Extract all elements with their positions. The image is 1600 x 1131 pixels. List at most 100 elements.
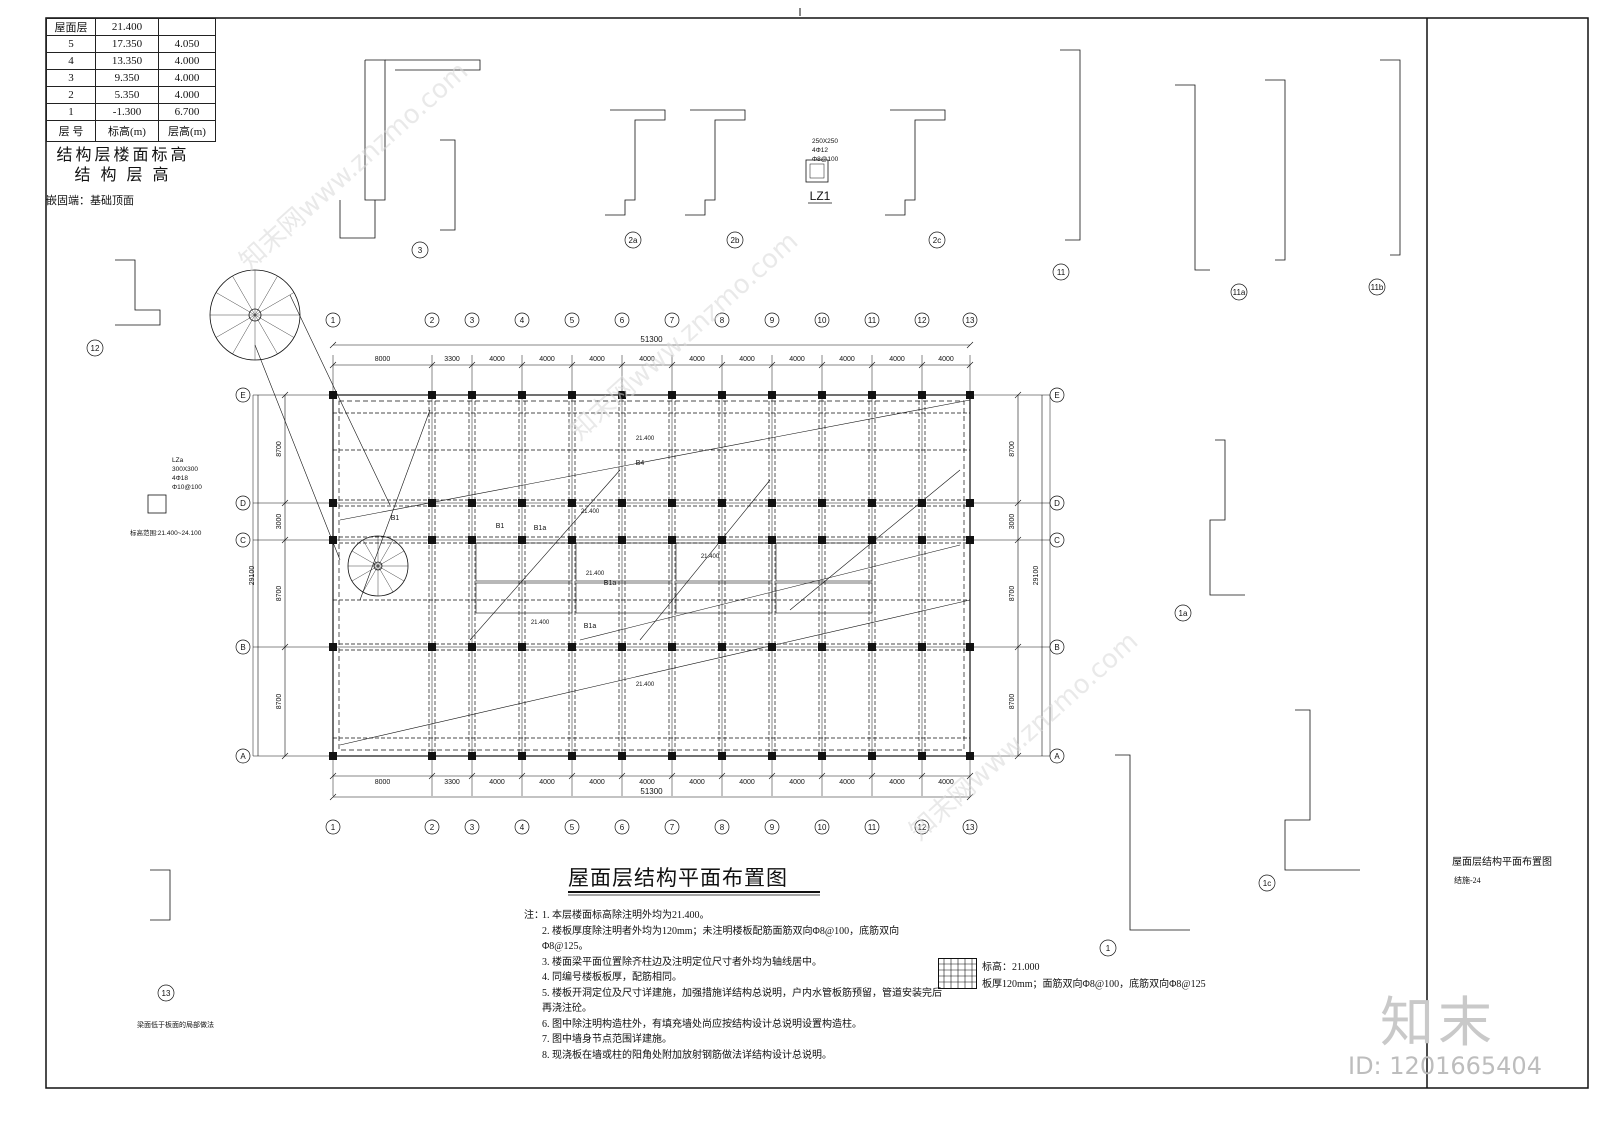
axis-bubble [464, 819, 480, 835]
axis-label: 6 [620, 823, 625, 832]
axis-bubble [714, 819, 730, 835]
detail-label: 2b [731, 236, 740, 245]
axis-label: 5 [570, 823, 575, 832]
slab-span-line [469, 469, 621, 641]
slab-label: B1 [496, 523, 505, 530]
dim-tick [1014, 752, 1022, 760]
plan-lines [252, 294, 1051, 796]
note-item: 2. 楼板厚度除注明者外均为120mm；未注明楼板配筋面筋双向Φ8@100，底筋… [542, 925, 900, 953]
axis-label: 13 [966, 316, 975, 325]
column-section [805, 159, 829, 183]
detail13-caption: 梁面低于板面的局部做法 [137, 1020, 214, 1029]
axis-label: 7 [670, 823, 675, 832]
column [818, 499, 826, 507]
detail-label: 2a [629, 236, 638, 245]
stair-tread [254, 314, 295, 338]
dim-tick [966, 361, 974, 369]
slab-span-line [339, 399, 971, 521]
column [918, 536, 926, 544]
dim-span-bottom: 8000 [375, 779, 391, 786]
dim-tick [281, 643, 289, 651]
slab-outline [332, 394, 971, 757]
level-table-cell: 5.350 [95, 86, 159, 104]
axis-bubble [1049, 495, 1065, 511]
column [329, 391, 337, 399]
elevation-label: 21.400 [636, 682, 655, 688]
dim-tick [818, 361, 826, 369]
dim-tick [966, 793, 974, 801]
column [568, 499, 576, 507]
axis-bubble [962, 312, 978, 328]
slab-label: B1 [391, 515, 400, 522]
column [428, 752, 436, 760]
axis-bubble [614, 312, 630, 328]
section-outline [885, 109, 946, 216]
stair-tread [232, 275, 256, 316]
detail-callout [1052, 263, 1070, 281]
axis-label: 12 [918, 316, 927, 325]
note-item: 7. 图中墙身节点范围详建施。 [542, 1034, 672, 1045]
axis-bubble [235, 495, 251, 511]
axis-bubble [235, 639, 251, 655]
dim-span-bottom: 4000 [689, 779, 705, 786]
column [768, 752, 776, 760]
column [428, 391, 436, 399]
dim-tick [668, 361, 676, 369]
column [718, 643, 726, 651]
column [668, 643, 676, 651]
column [468, 536, 476, 544]
detail-callout [157, 984, 175, 1002]
lz1-spec: 250X250 [812, 138, 838, 145]
dim-tick [329, 341, 337, 349]
axis-bubble [714, 312, 730, 328]
dim-tick [281, 752, 289, 760]
elevation-label: 21.400 [531, 620, 550, 626]
axis-label: 1 [331, 316, 336, 325]
section-outline [364, 59, 386, 201]
column [568, 752, 576, 760]
column [768, 536, 776, 544]
axis-bubble [1049, 532, 1065, 548]
axis-bubble [464, 312, 480, 328]
axis-bubble [235, 387, 251, 403]
dim-span-top: 4000 [489, 356, 505, 363]
detail-label: 11b [1371, 283, 1384, 292]
column [966, 752, 974, 760]
detail-callout [1230, 283, 1248, 301]
detail-label: 12 [91, 344, 100, 353]
column [518, 752, 526, 760]
column [966, 536, 974, 544]
axis-label: A [1054, 752, 1060, 761]
axis-label: B [1054, 643, 1059, 652]
axis-label: C [1054, 536, 1060, 545]
elevation-label: 21.400 [586, 571, 605, 577]
axis-bubble [424, 819, 440, 835]
elevation-label: 21.400 [636, 436, 655, 442]
slab-zone [475, 582, 573, 614]
legend-elevation: 标高：21.000 [982, 962, 1040, 973]
dim-span-side: 3000 [1009, 514, 1016, 530]
axis-label: 8 [720, 823, 725, 832]
detail-callout [411, 241, 429, 259]
level-table-cell: 17.350 [95, 35, 159, 53]
column [329, 536, 337, 544]
axis-label: 5 [570, 316, 575, 325]
column [618, 499, 626, 507]
dim-span-top: 4000 [689, 356, 705, 363]
column [718, 752, 726, 760]
section-outline [605, 109, 666, 216]
dim-tick [918, 772, 926, 780]
dim-tick [568, 361, 576, 369]
lza-elevation: 标高范围:21.400~24.100 [130, 528, 202, 537]
column-section [147, 494, 167, 514]
axis-bubble [864, 312, 880, 328]
note-item: 6. 图中除注明构造柱外，有填充墙处尚应按结构设计总说明设置构造柱。 [542, 1018, 862, 1030]
axis-bubble [235, 532, 251, 548]
note-item: 4. 同编号楼板板厚，配筋相同。 [542, 972, 682, 983]
axis-label: 10 [818, 823, 827, 832]
